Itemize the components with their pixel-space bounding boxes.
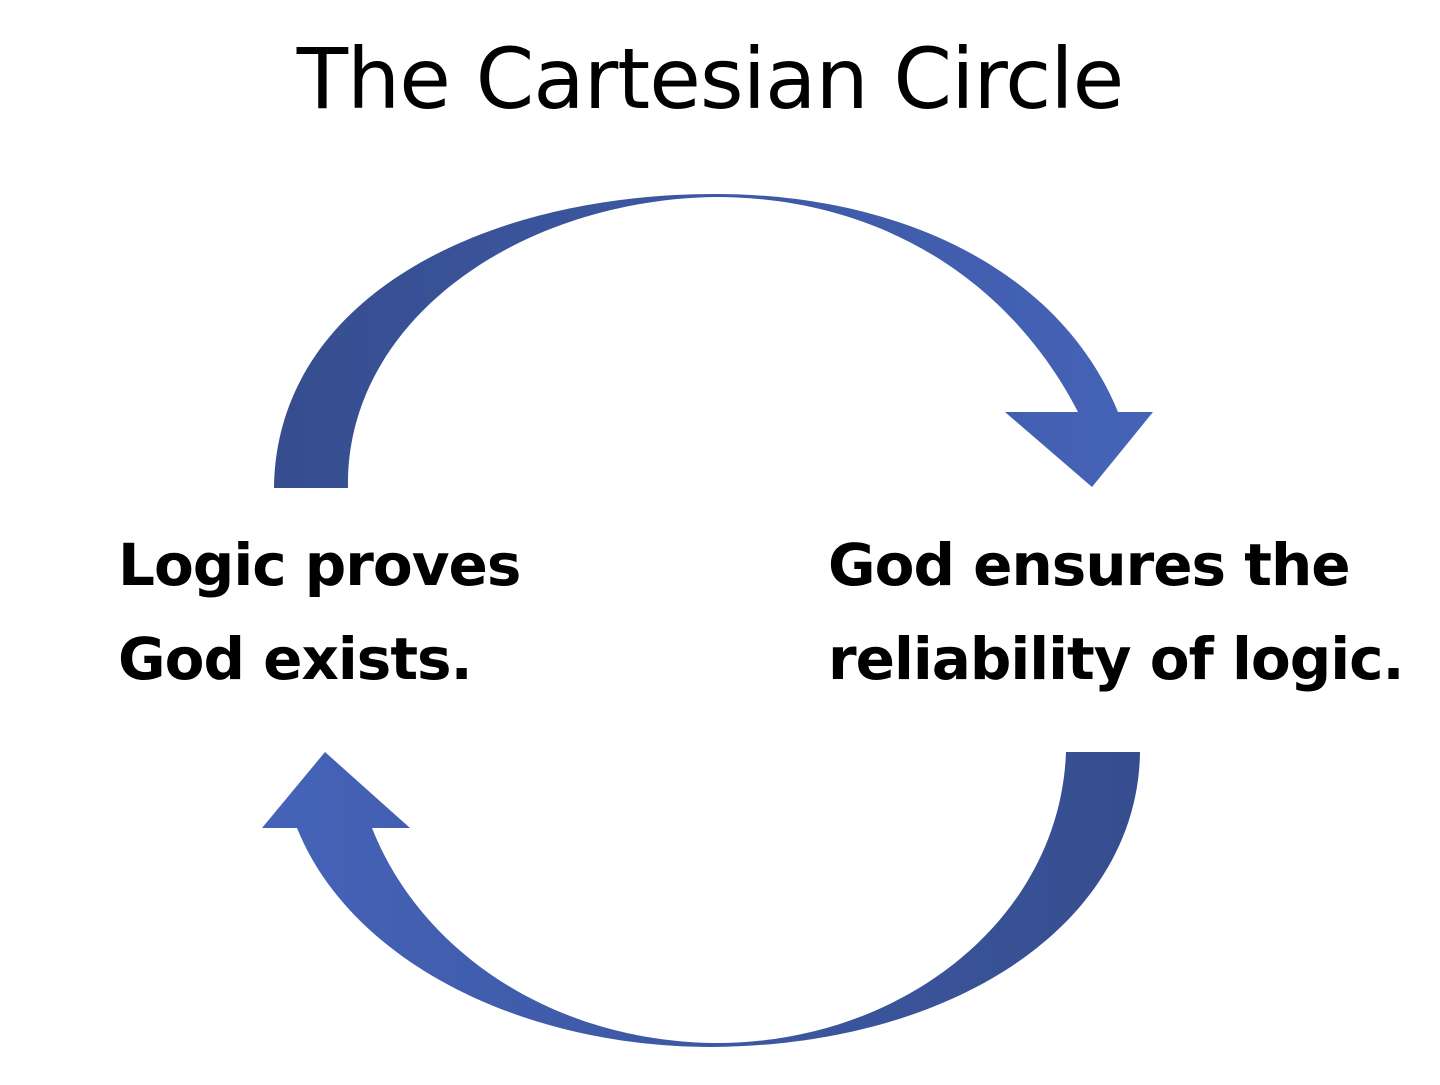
node-right-line-1: God ensures the [828,531,1351,599]
node-logic-proves-god: Logic proves God exists. [118,518,521,706]
node-left-line-1: Logic proves [118,531,521,599]
top-curved-arrow-icon [274,194,1153,488]
bottom-curved-arrow-icon [262,752,1140,1047]
node-left-line-2: God exists. [118,625,473,693]
node-right-line-2: reliability of logic. [828,625,1405,693]
diagram-title: The Cartesian Circle [296,30,1125,128]
node-god-ensures-logic: God ensures the reliability of logic. [828,518,1405,706]
